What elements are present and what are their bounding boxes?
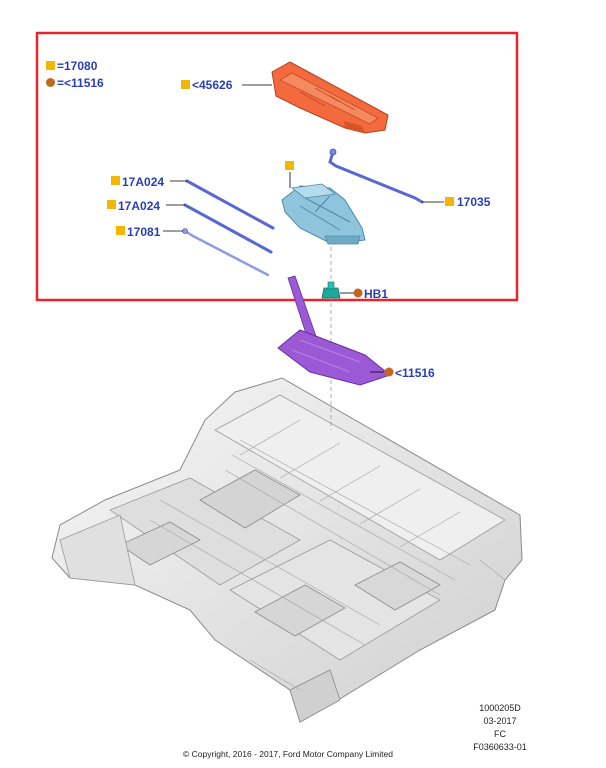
- scissor-jack-icon: [281, 183, 366, 245]
- square-marker-icon: [111, 176, 120, 185]
- floor-pan: [51, 377, 523, 723]
- info-block: 1000205D 03-2017 FC F0360633-01: [473, 703, 527, 752]
- circle-marker-icon: [46, 78, 55, 87]
- highlight-frame: [35, 31, 519, 302]
- callout-17a024-bottom: 17A024: [118, 199, 160, 213]
- callout-11516: <11516: [395, 366, 435, 380]
- square-marker-icon: [116, 226, 125, 235]
- doc-id: 1000205D: [479, 703, 521, 713]
- legend-square-label: =17080: [57, 59, 98, 73]
- square-marker-icon: [181, 80, 190, 89]
- callout-hb1: HB1: [364, 287, 388, 301]
- figure-id: F0360633-01: [473, 742, 527, 752]
- retaining-nut-icon: [321, 281, 341, 299]
- legend: =17080 =<11516: [46, 59, 104, 90]
- doc-date: 03-2017: [483, 716, 516, 726]
- square-marker-icon: [107, 200, 116, 209]
- circle-marker-icon: [353, 288, 363, 298]
- callout-17a024-top: 17A024: [122, 175, 164, 189]
- doc-code: FC: [494, 729, 506, 739]
- extension-rod-icon: [182, 179, 275, 277]
- callout-17035: 17035: [457, 195, 491, 209]
- jack-storage-case-icon: [271, 61, 389, 134]
- square-marker-icon: [285, 161, 294, 170]
- jack-handle-icon: [328, 148, 424, 204]
- callout-17081: 17081: [127, 225, 161, 239]
- legend-circle-label: =<11516: [57, 76, 104, 90]
- copyright: © Copyright, 2016 - 2017, Ford Motor Com…: [183, 749, 393, 759]
- square-marker-icon: [46, 61, 55, 70]
- circle-marker-icon: [384, 367, 394, 377]
- callout-45626: <45626: [192, 78, 233, 92]
- square-marker-icon: [445, 197, 454, 206]
